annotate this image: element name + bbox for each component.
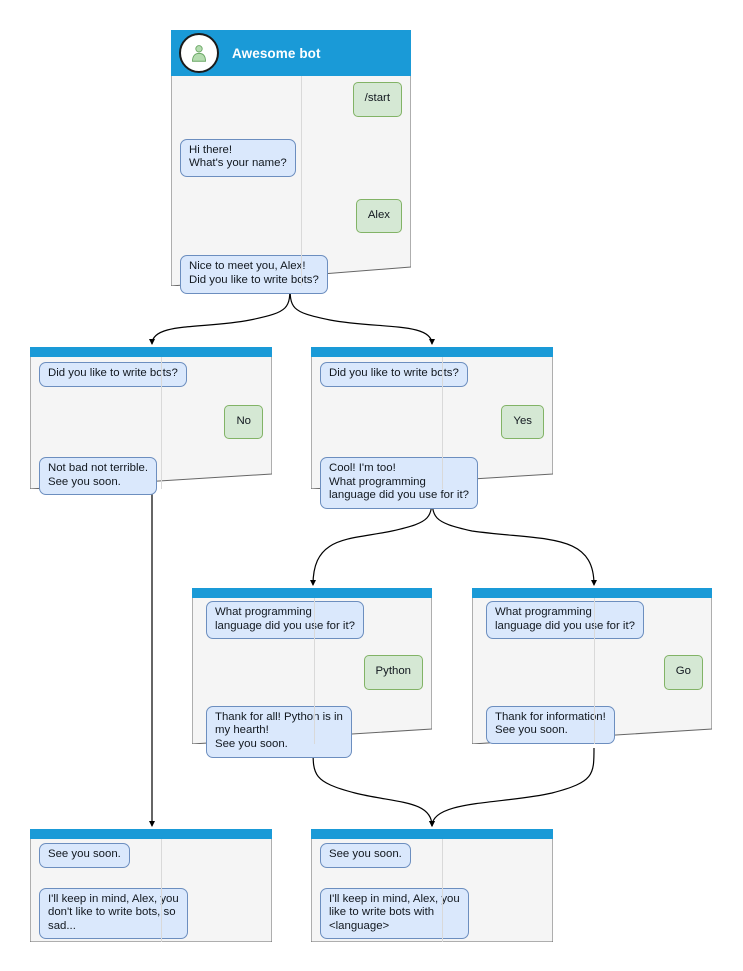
user-message-bubble[interactable]: /start	[352, 82, 402, 117]
node-root-titlebar: Awesome bot	[171, 30, 411, 76]
bot-message-bubble[interactable]: Did you like to write bots?	[39, 362, 187, 387]
message-row: Did you like to write bots?	[39, 362, 263, 387]
message-row: What programming language did you use fo…	[486, 601, 703, 640]
message-row: No	[39, 404, 263, 440]
message-row: What programming language did you use fo…	[206, 601, 423, 640]
message-row: Nice to meet you, Alex! Did you like to …	[180, 255, 402, 294]
node-root[interactable]: Awesome bot /start Hi there! What's your…	[171, 30, 411, 294]
bot-message-bubble[interactable]: What programming language did you use fo…	[486, 601, 644, 640]
node-column-divider	[442, 357, 443, 489]
node-yes-branch[interactable]: Did you like to write bots? Yes Cool! I'…	[311, 347, 553, 509]
node-go-branch-chat: What programming language did you use fo…	[486, 601, 703, 744]
node-header-bar	[30, 829, 272, 839]
node-no-branch-chat: Did you like to write bots? No Not bad n…	[39, 362, 263, 496]
node-go-branch[interactable]: What programming language did you use fo…	[472, 588, 712, 744]
message-row: See you soon.	[39, 843, 263, 868]
message-row: /start	[180, 82, 402, 117]
message-row: Python	[206, 655, 423, 690]
node-header-bar	[472, 588, 712, 598]
bot-name-label: Awesome bot	[232, 45, 321, 61]
node-header-bar	[311, 829, 553, 839]
node-python-branch[interactable]: What programming language did you use fo…	[192, 588, 432, 758]
bot-message-bubble[interactable]: Nice to meet you, Alex! Did you like to …	[180, 255, 328, 294]
message-row: See you soon.	[320, 843, 544, 868]
node-end-yes[interactable]: See you soon. I'll keep in mind, Alex, y…	[311, 829, 553, 942]
bot-message-bubble[interactable]: See you soon.	[39, 843, 130, 868]
message-row: Alex	[180, 198, 402, 234]
user-message-bubble[interactable]: Alex	[355, 198, 402, 234]
node-column-divider	[161, 357, 162, 489]
edge-go-to-end-yes	[428, 747, 595, 827]
node-header-bar	[30, 347, 272, 357]
node-yes-branch-chat: Did you like to write bots? Yes Cool! I'…	[320, 362, 544, 509]
bot-message-bubble[interactable]: Not bad not terrible. See you soon.	[39, 457, 158, 496]
node-column-divider	[301, 76, 302, 286]
bot-message-bubble[interactable]: What programming language did you use fo…	[206, 601, 364, 640]
bot-message-bubble[interactable]: Thank for all! Python is in my hearth! S…	[206, 705, 352, 758]
message-row: Did you like to write bots?	[320, 362, 544, 387]
message-row: I'll keep in mind, Alex, you like to wri…	[320, 887, 544, 940]
node-header-bar	[192, 588, 432, 598]
bot-message-bubble[interactable]: Hi there! What's your name?	[180, 138, 296, 177]
node-python-branch-chat: What programming language did you use fo…	[206, 601, 423, 758]
message-row: Go	[486, 655, 703, 690]
message-row: Yes	[320, 404, 544, 440]
node-no-branch[interactable]: Did you like to write bots? No Not bad n…	[30, 347, 272, 496]
bot-message-bubble[interactable]: Thank for information! See you soon.	[486, 705, 615, 744]
user-message-bubble[interactable]: No	[224, 404, 263, 440]
message-row: Hi there! What's your name?	[180, 138, 402, 177]
user-message-bubble[interactable]: Python	[363, 655, 423, 690]
message-row: Thank for information! See you soon.	[486, 705, 703, 744]
node-root-chat: /start Hi there! What's your name? Alex …	[180, 82, 402, 294]
node-end-no[interactable]: See you soon. I'll keep in mind, Alex, y…	[30, 829, 272, 942]
bot-message-bubble[interactable]: Cool! I'm too! What programming language…	[320, 457, 478, 509]
node-end-yes-chat: See you soon. I'll keep in mind, Alex, y…	[320, 843, 544, 940]
node-column-divider	[161, 839, 162, 942]
message-row: I'll keep in mind, Alex, you don't like …	[39, 887, 263, 940]
person-avatar-icon	[179, 33, 219, 73]
node-column-divider	[442, 839, 443, 942]
user-message-bubble[interactable]: Go	[663, 655, 703, 690]
bot-message-bubble[interactable]: I'll keep in mind, Alex, you like to wri…	[320, 887, 469, 940]
node-column-divider	[594, 598, 595, 744]
edge-python-to-end-yes	[312, 747, 436, 827]
node-column-divider	[314, 598, 315, 744]
node-end-no-chat: See you soon. I'll keep in mind, Alex, y…	[39, 843, 263, 940]
message-row: Cool! I'm too! What programming language…	[320, 457, 544, 509]
bot-message-bubble[interactable]: I'll keep in mind, Alex, you don't like …	[39, 887, 188, 940]
user-message-bubble[interactable]: Yes	[501, 404, 544, 440]
bot-message-bubble[interactable]: Did you like to write bots?	[320, 362, 468, 387]
node-header-bar	[311, 347, 553, 357]
bot-message-bubble[interactable]: See you soon.	[320, 843, 411, 868]
message-row: Not bad not terrible. See you soon.	[39, 457, 263, 496]
